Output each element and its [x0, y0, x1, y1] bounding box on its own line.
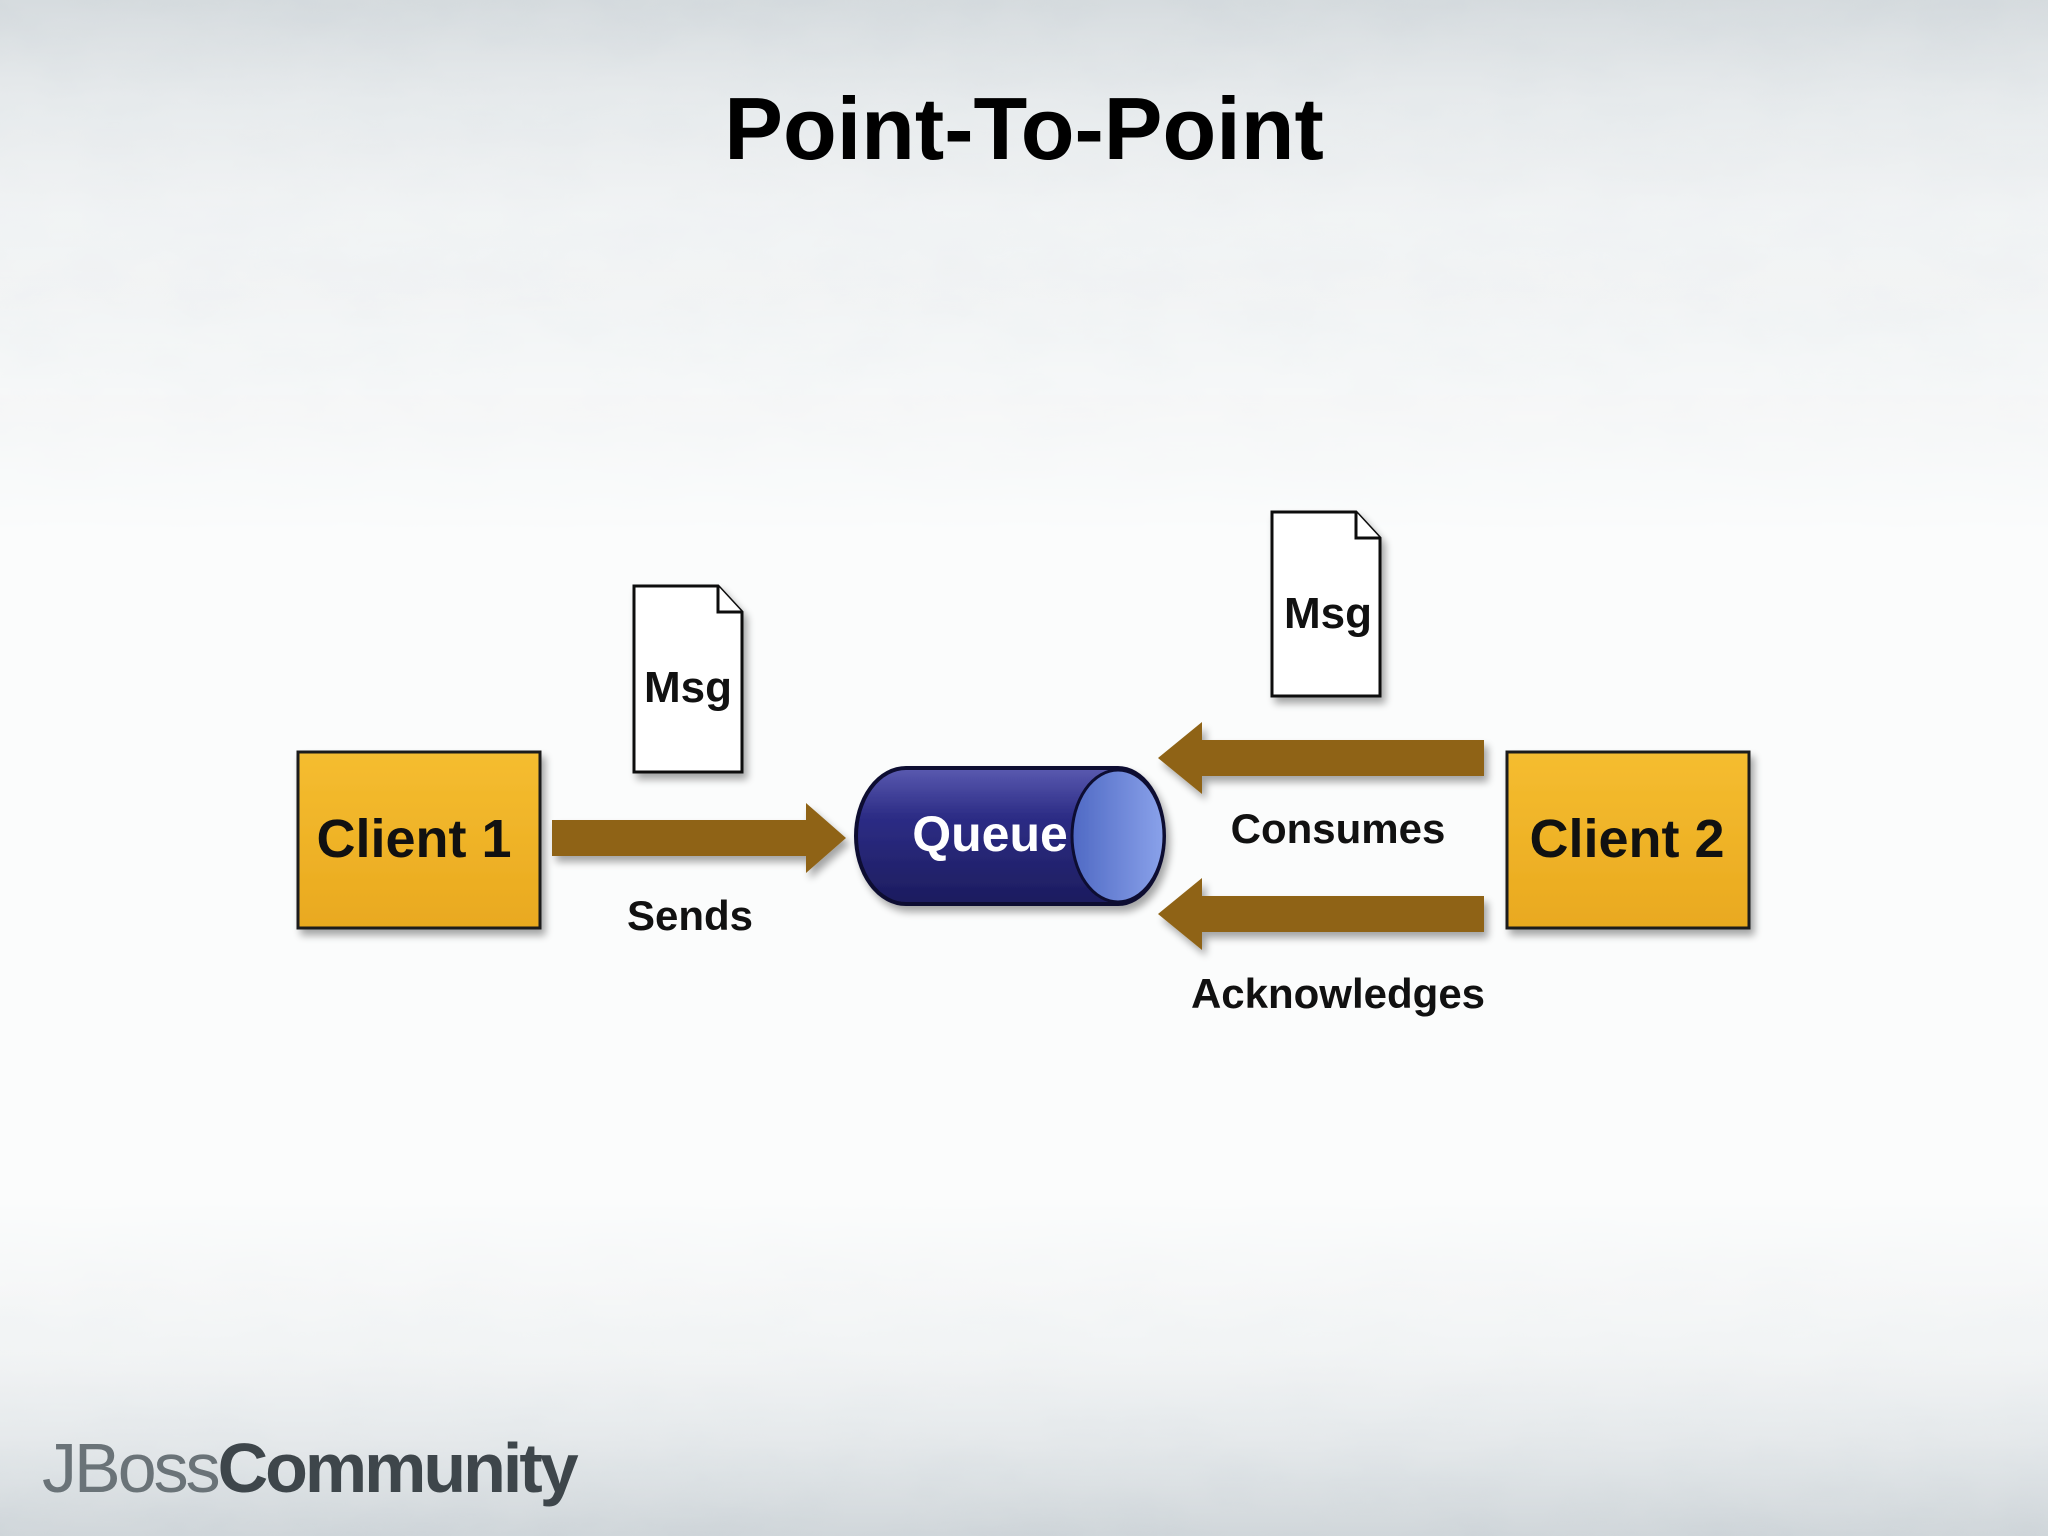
acknowledges-label: Acknowledges: [1191, 970, 1485, 1017]
message-document-icon: [632, 584, 744, 774]
message-document-icon: [1270, 510, 1382, 698]
consumes-label: Consumes: [1231, 805, 1446, 852]
logo-suffix: Community: [217, 1429, 579, 1507]
sends-label: Sends: [627, 892, 753, 939]
consumes-arrow: [1158, 722, 1484, 794]
message-label: Msg: [1284, 589, 1372, 638]
queue-node: [854, 766, 1166, 906]
slide-title: Point-To-Point: [724, 79, 1324, 178]
client1-node: [296, 750, 542, 930]
sends-arrow: [552, 803, 846, 873]
client2-node: [1505, 750, 1751, 930]
top-fade: [0, 0, 2048, 330]
message-label: Msg: [644, 663, 732, 712]
queue-label: Queue: [912, 806, 1068, 862]
client2-label: Client 2: [1529, 809, 1724, 869]
acknowledges-arrow: [1158, 878, 1484, 950]
logo-prefix: JBoss: [42, 1429, 221, 1507]
jboss-community-logo: JBossCommunity: [42, 1428, 579, 1508]
bottom-fade: [0, 1276, 2048, 1536]
client1-label: Client 1: [316, 809, 511, 869]
